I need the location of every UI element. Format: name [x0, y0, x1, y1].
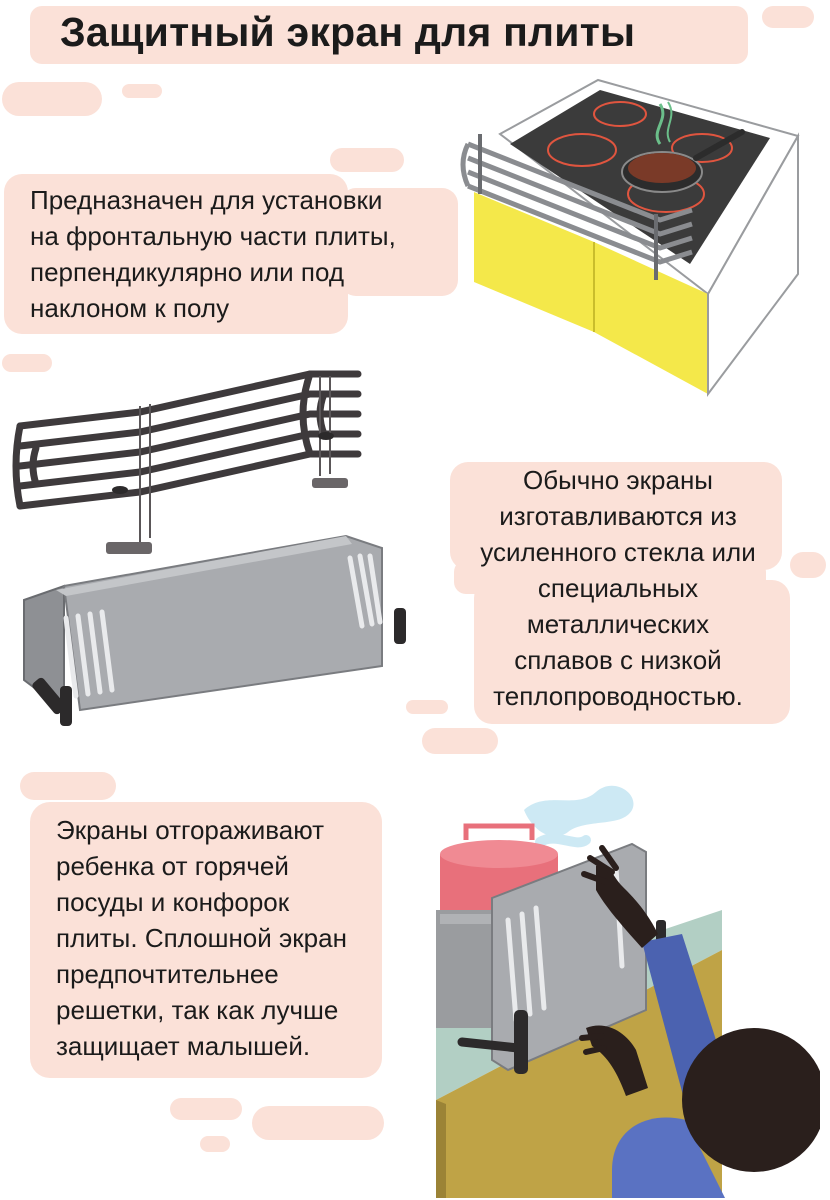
- materials-text-line: изготавливаются из: [499, 501, 737, 531]
- materials-text-line: сплавов с низкой: [514, 645, 722, 675]
- safety-text-line: решетки, так как лучше: [56, 995, 339, 1025]
- decor-blob: [2, 82, 102, 116]
- materials-text-line: усиленного стекла или: [480, 537, 756, 567]
- decor-blob: [2, 354, 52, 372]
- page-title: Защитный экран для плиты: [60, 9, 636, 55]
- safety-text-line: плиты. Сплошной экран: [56, 923, 347, 953]
- grid-guard-illustration: [12, 370, 362, 554]
- decor-blob: [170, 1098, 242, 1120]
- materials-text-line: теплопроводностью.: [493, 681, 743, 711]
- install-text: Предназначен для установки на фронтальну…: [30, 182, 396, 326]
- safety-text-line: ребенка от горячей: [56, 851, 289, 881]
- install-text-box-ext: [340, 188, 458, 296]
- install-text-box: [4, 174, 348, 334]
- materials-text-box-lower: [474, 580, 790, 724]
- materials-text-box: [450, 462, 782, 570]
- safety-text-line: Экраны отгораживают: [56, 815, 325, 845]
- safety-text: Экраны отгораживают ребенка от горячей п…: [56, 812, 347, 1064]
- decor-blob: [330, 148, 404, 172]
- materials-text-line: металлических: [526, 609, 710, 639]
- materials-text-box-mid: [454, 560, 766, 594]
- decor-blob: [406, 700, 448, 714]
- safety-text-line: предпочтительнее: [56, 959, 279, 989]
- install-text-line: перпендикулярно или под: [30, 257, 345, 287]
- safety-text-line: посуды и конфорок: [56, 887, 290, 917]
- decor-blob: [762, 6, 814, 28]
- safety-text-box: [30, 802, 382, 1078]
- decor-blob: [122, 84, 162, 98]
- materials-text: Обычно экраны изготавливаются из усиленн…: [458, 462, 778, 714]
- solid-guard-illustration: [23, 534, 406, 726]
- materials-text-line: Обычно экраны: [523, 465, 713, 495]
- child-stove-illustration: [436, 785, 820, 1198]
- install-text-line: на фронтальную части плиты,: [30, 221, 396, 251]
- safety-text-line: защищает малышей.: [56, 1031, 311, 1061]
- decor-blob: [252, 1106, 384, 1140]
- install-text-line: наклоном к полу: [30, 293, 230, 323]
- stove-guard-illustration: [460, 78, 800, 397]
- install-text-line: Предназначен для установки: [30, 185, 383, 215]
- title-banner: [30, 6, 748, 64]
- decor-blob: [790, 552, 826, 578]
- decor-blob: [422, 728, 498, 754]
- decor-blob: [200, 1136, 230, 1152]
- materials-text-line: специальных: [537, 573, 699, 603]
- decor-blob: [20, 772, 116, 800]
